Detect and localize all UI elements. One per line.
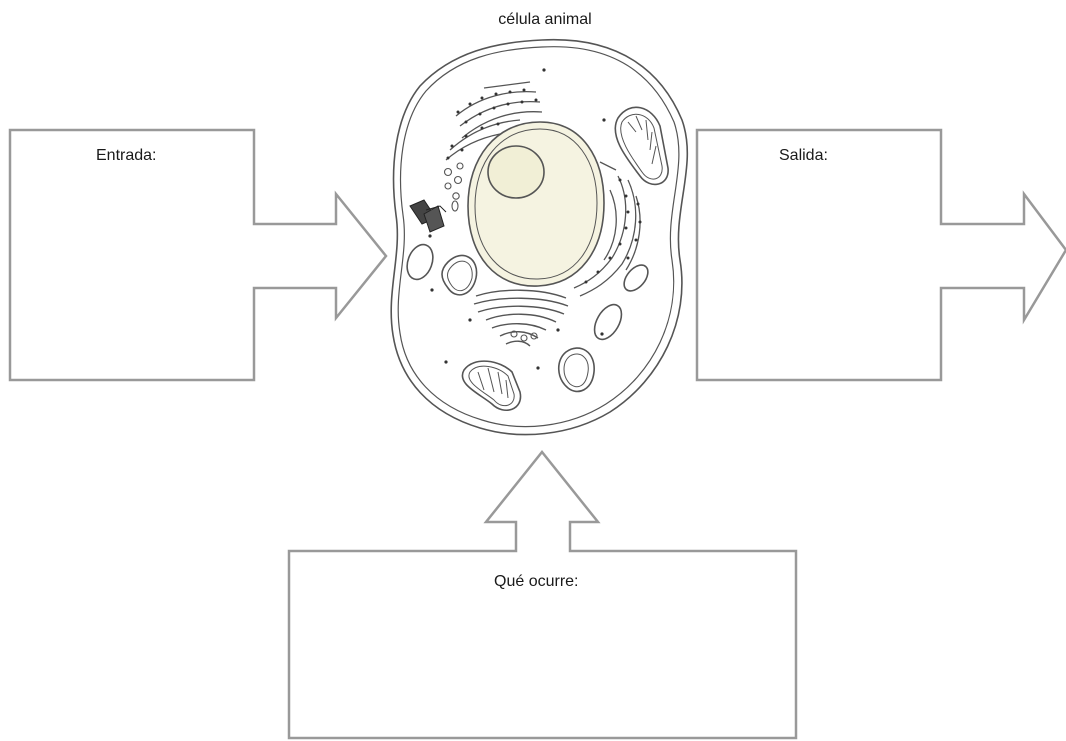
nucleolus <box>488 146 544 198</box>
animal-cell-illustration <box>391 40 687 435</box>
input-arrow-box <box>10 130 386 380</box>
centriole <box>410 200 446 232</box>
output-box-label: Salida: <box>779 147 828 165</box>
nucleus <box>468 122 604 286</box>
process-arrow-box <box>289 452 796 738</box>
vesicle-right-2 <box>619 261 652 296</box>
output-arrow-box <box>697 130 1066 380</box>
mitochondrion-bottom <box>462 361 520 410</box>
input-box-label: Entrada: <box>96 147 156 165</box>
vesicle-left <box>403 241 438 283</box>
mitochondrion-top <box>615 107 668 184</box>
diagram-title: célula animal <box>0 11 1066 29</box>
vesicle-right-1 <box>589 300 627 344</box>
process-box-label: Qué ocurre: <box>494 573 578 591</box>
